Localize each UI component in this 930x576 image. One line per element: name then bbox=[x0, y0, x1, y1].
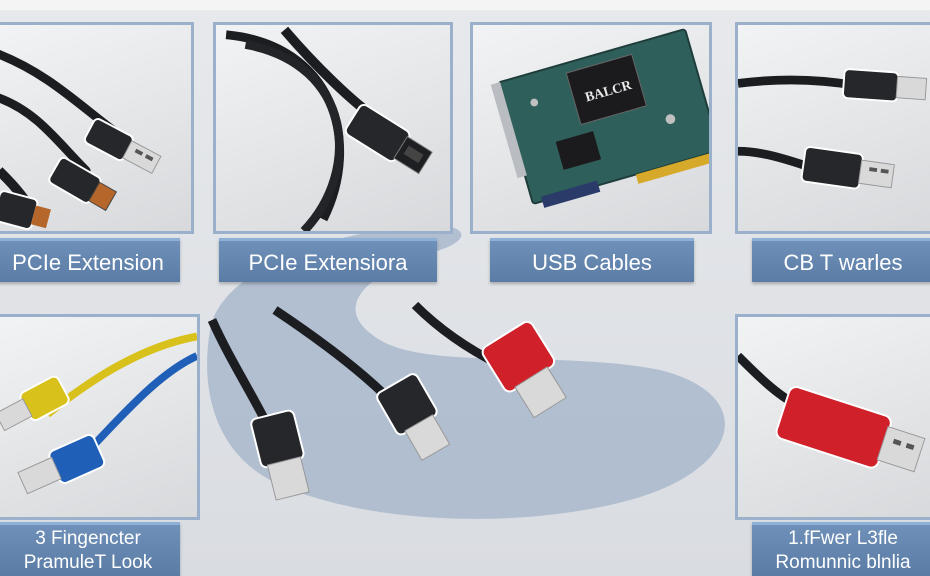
caption-line-1: 1.fFwer L3fle bbox=[788, 528, 898, 549]
caption-line-1: 3 Fingencter bbox=[35, 528, 141, 549]
caption-pcie-extension-2: PCIe Extensiora bbox=[219, 238, 437, 282]
tile-3-fingencter[interactable] bbox=[0, 314, 200, 520]
caption-text: PCIe Extensiora bbox=[248, 250, 408, 275]
caption-text: PCIe Extension bbox=[12, 250, 164, 275]
usb-cables-image bbox=[738, 68, 928, 190]
yellow-blue-usb-cables-image bbox=[0, 332, 197, 495]
tile-usb-cables[interactable]: BALCR bbox=[470, 22, 712, 234]
coiled-cable-image bbox=[225, 26, 433, 231]
caption-pcie-extension-1: PCIe Extension bbox=[0, 238, 180, 282]
caption-1-ffwer-l3fle: 1.fFwer L3fle Romunnic blnlia bbox=[752, 522, 930, 576]
tile-pcie-extension-2[interactable] bbox=[213, 22, 453, 234]
caption-line-2: Romunnic blnlia bbox=[775, 552, 911, 573]
red-usb-cable-image bbox=[738, 352, 926, 473]
tile-1-ffwer-l3fle[interactable] bbox=[735, 314, 930, 520]
caption-cb-t-warles: CB T warles bbox=[752, 238, 930, 282]
caption-line-2: PramuleT Look bbox=[23, 552, 153, 573]
caption-3-fingencter: 3 Fingencter PramuleT Look bbox=[0, 522, 180, 576]
tile-cb-t-warles[interactable] bbox=[735, 22, 930, 234]
usb-cable-pair-image bbox=[0, 50, 162, 230]
caption-text: USB Cables bbox=[532, 250, 652, 275]
pcie-card-image: BALCR bbox=[490, 28, 709, 208]
caption-text: CB T warles bbox=[783, 250, 903, 275]
caption-usb-cables: USB Cables bbox=[490, 238, 694, 282]
top-strip bbox=[0, 0, 930, 10]
tile-pcie-extension-1[interactable] bbox=[0, 22, 194, 234]
